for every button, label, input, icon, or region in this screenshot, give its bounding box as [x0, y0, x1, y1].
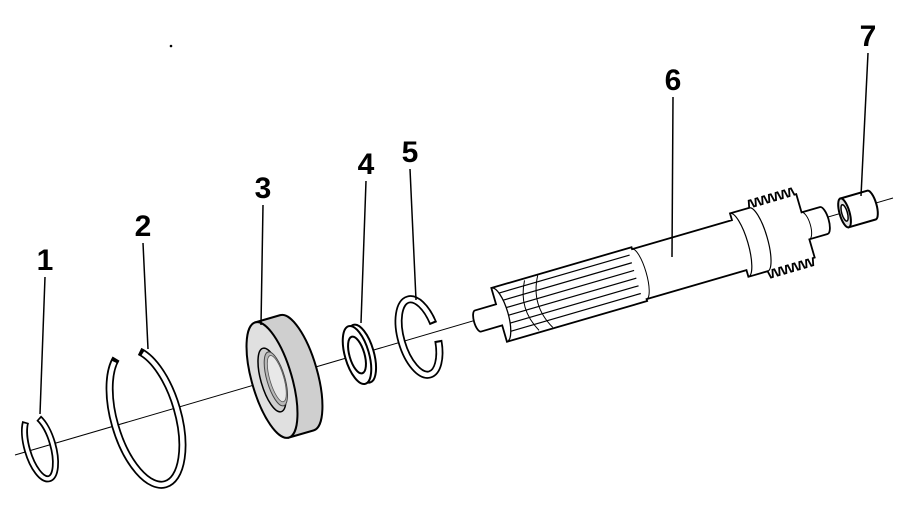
- shaft-end-face-arc: [801, 211, 813, 240]
- part-3-bearing: [245, 313, 324, 439]
- part-label-4: 4: [358, 148, 375, 181]
- washer-bore: [347, 335, 367, 375]
- snap-ring-inner-white: [107, 346, 185, 488]
- snap-ring-inner-white: [22, 413, 58, 481]
- leader-line-3: [260, 204, 264, 326]
- spline-runout-arc: [522, 280, 540, 331]
- shaft-step-arc: [631, 248, 650, 300]
- retaining-ring-inner-white: [396, 296, 442, 378]
- part-label-6: 6: [665, 64, 682, 97]
- leader-line-5: [409, 168, 417, 301]
- part-label-7: 7: [860, 20, 877, 53]
- part-2-large-snap-ring: [105, 345, 187, 489]
- leader-line-1: [39, 276, 46, 415]
- collar-face-arc: [729, 212, 753, 278]
- gear-face-arc: [749, 207, 772, 272]
- bearing-bore-hole: [266, 355, 287, 403]
- part-6-input-shaft: [472, 187, 831, 343]
- part-label-5: 5: [402, 136, 419, 169]
- part-5-retaining-ring: [394, 295, 444, 379]
- spline-line: [508, 277, 637, 316]
- spline-line: [503, 262, 633, 301]
- spline-end-face-arc: [491, 287, 512, 343]
- leader-line-7: [860, 52, 869, 197]
- part-label-2: 2: [135, 210, 152, 243]
- part-7-bushing: [837, 189, 879, 229]
- spline-line: [509, 285, 639, 324]
- part-label-3: 3: [255, 172, 272, 205]
- leader-line-6: [671, 96, 674, 258]
- leader-line-2: [142, 242, 149, 350]
- part-1-small-snap-ring: [20, 411, 60, 483]
- spline-line: [498, 254, 630, 294]
- spline-line: [506, 269, 635, 309]
- part-label-1: 1: [37, 244, 54, 277]
- spline-line: [510, 292, 641, 332]
- bushing-bore: [840, 203, 849, 222]
- shaft-silhouette: [472, 187, 831, 343]
- leader-line-4: [360, 180, 367, 324]
- spline-runout-arc: [535, 275, 554, 328]
- speck: [169, 44, 173, 48]
- part-4-washer: [341, 323, 378, 386]
